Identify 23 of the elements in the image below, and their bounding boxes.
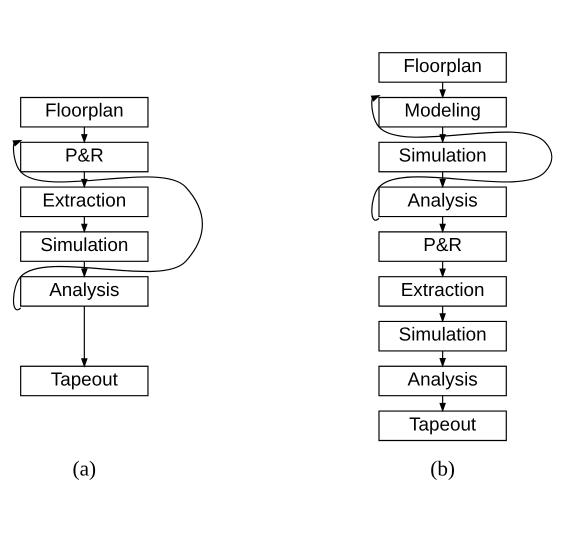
node-box: Simulation xyxy=(378,142,507,172)
node-box: Floorplan xyxy=(378,52,507,83)
label: (a) xyxy=(72,456,96,481)
arrow xyxy=(12,140,203,310)
arrow xyxy=(81,262,88,278)
node-box: P&R xyxy=(378,231,507,262)
node-box: Analysis xyxy=(378,366,507,396)
node-box: Floorplan xyxy=(20,96,149,128)
node-box: Analysis xyxy=(20,276,149,307)
arrow xyxy=(370,95,552,221)
node-box: Extraction xyxy=(378,276,507,307)
node-box: Tapeout xyxy=(378,410,507,442)
arrow xyxy=(81,216,88,234)
label: (b) xyxy=(430,456,456,481)
node-box: P&R xyxy=(20,142,149,172)
node-box: Simulation xyxy=(378,320,507,352)
node-box: Simulation xyxy=(20,231,149,262)
node-box: Extraction xyxy=(20,186,149,218)
arrow xyxy=(81,127,88,144)
node-box: Tapeout xyxy=(20,366,149,396)
node-box: Modeling xyxy=(378,96,507,128)
arrow xyxy=(81,306,88,368)
node-box: Analysis xyxy=(378,186,507,218)
